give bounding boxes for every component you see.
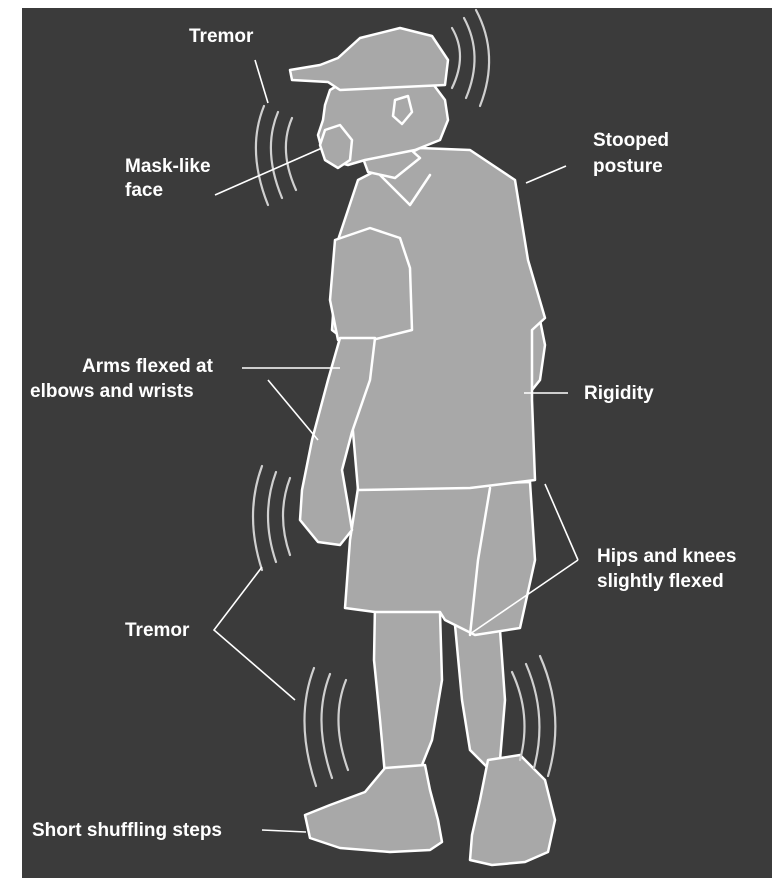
label-tremor-limbs: Tremor (125, 620, 190, 641)
label-rigidity: Rigidity (584, 383, 654, 404)
label-hips-line2: slightly flexed (597, 571, 724, 592)
label-arms-line1: Arms flexed at (82, 356, 214, 377)
label-hips-line1: Hips and knees (597, 546, 736, 567)
label-arms-line2: elbows and wrists (30, 381, 194, 402)
sleeve (330, 228, 412, 340)
shorts (345, 482, 535, 635)
label-shuffling: Short shuffling steps (32, 820, 222, 841)
label-stooped-line1: Stooped (593, 130, 669, 151)
label-stooped-line2: posture (593, 156, 663, 177)
label-tremor-head: Tremor (189, 26, 254, 47)
label-mask-face-line2: face (125, 180, 163, 201)
label-mask-face-line1: Mask-like (125, 156, 211, 177)
